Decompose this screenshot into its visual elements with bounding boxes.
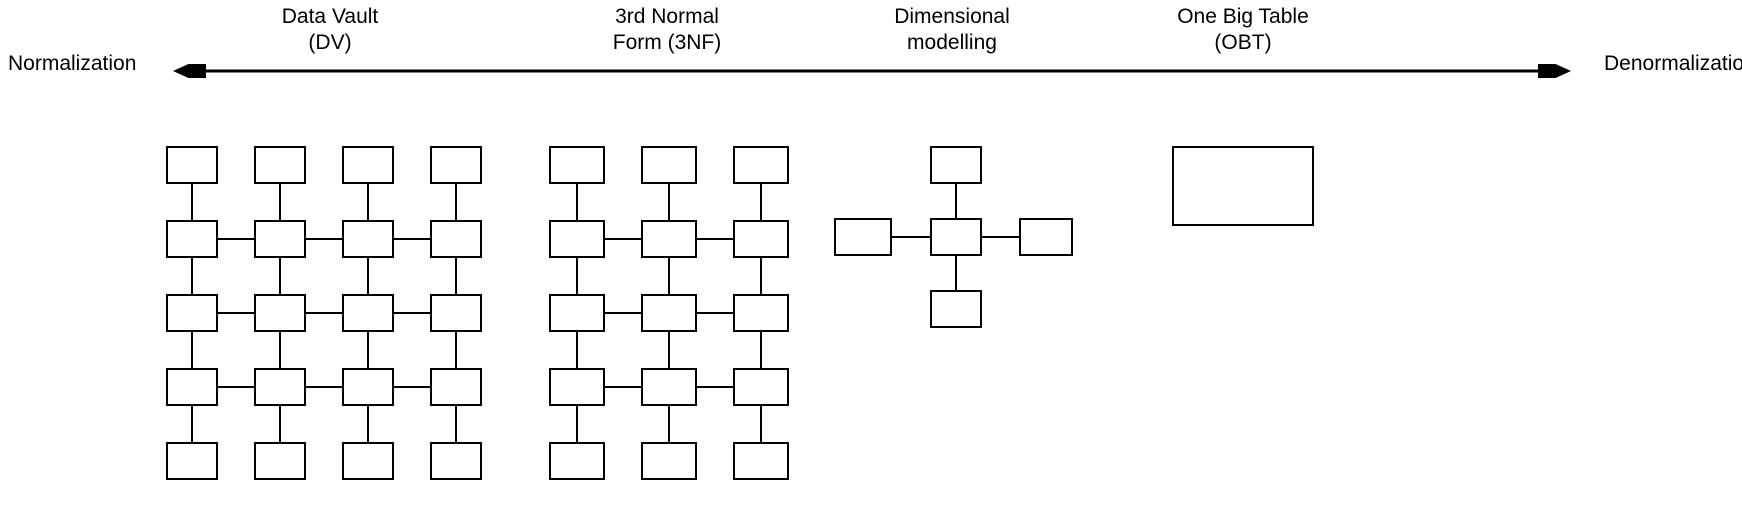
node-box-data-vault <box>430 146 482 184</box>
node-box-dimensional-modelling-south <box>930 290 982 328</box>
stage-label-data-vault: Data Vault (DV) <box>281 5 379 54</box>
connector-v-third-normal-form <box>576 406 578 442</box>
connector-h-data-vault <box>394 386 430 388</box>
axis-label-denormalization: Denormalization <box>1604 52 1742 75</box>
connector-h-data-vault <box>306 312 342 314</box>
connector-v-data-vault <box>279 184 281 220</box>
node-box-dimensional-modelling-north <box>930 146 982 184</box>
normalization-axis-arrow-icon <box>173 64 1571 78</box>
connector-h-data-vault <box>218 386 254 388</box>
node-box-third-normal-form <box>641 146 697 184</box>
connector-h-dimensional-modelling <box>892 236 930 238</box>
node-box-dimensional-modelling-center <box>930 218 982 256</box>
connector-v-data-vault <box>191 258 193 294</box>
node-box-third-normal-form <box>549 220 605 258</box>
connector-h-third-normal-form <box>605 312 641 314</box>
connector-v-data-vault <box>279 258 281 294</box>
connector-h-third-normal-form <box>697 238 733 240</box>
connector-v-data-vault <box>455 406 457 442</box>
connector-v-third-normal-form <box>668 406 670 442</box>
connector-v-third-normal-form <box>576 184 578 220</box>
node-box-data-vault <box>430 442 482 480</box>
axis-label-normalization: Normalization <box>8 52 137 75</box>
node-box-one-big-table <box>1172 146 1314 226</box>
connector-v-data-vault <box>367 184 369 220</box>
connector-v-data-vault <box>367 332 369 368</box>
node-box-data-vault <box>166 294 218 332</box>
node-box-third-normal-form <box>549 368 605 406</box>
node-box-dimensional-modelling-west <box>834 218 892 256</box>
node-box-data-vault <box>166 368 218 406</box>
connector-v-data-vault <box>191 406 193 442</box>
connector-v-dimensional-modelling <box>955 256 957 290</box>
node-box-third-normal-form <box>641 294 697 332</box>
connector-v-third-normal-form <box>668 258 670 294</box>
node-box-third-normal-form <box>549 442 605 480</box>
stage-label-dimensional-modelling: Dimensional modelling <box>894 5 1010 54</box>
node-box-third-normal-form <box>733 220 789 258</box>
node-box-data-vault <box>254 294 306 332</box>
node-box-third-normal-form <box>549 294 605 332</box>
connector-v-data-vault <box>367 406 369 442</box>
node-box-third-normal-form <box>733 294 789 332</box>
connector-h-third-normal-form <box>697 312 733 314</box>
stage-label-one-big-table: One Big Table (OBT) <box>1177 5 1309 54</box>
node-box-third-normal-form <box>733 146 789 184</box>
node-box-third-normal-form <box>641 220 697 258</box>
connector-h-data-vault <box>394 312 430 314</box>
connector-v-dimensional-modelling <box>955 184 957 218</box>
connector-v-third-normal-form <box>576 258 578 294</box>
connector-v-data-vault <box>279 406 281 442</box>
connector-v-data-vault <box>455 184 457 220</box>
node-box-dimensional-modelling-east <box>1019 218 1073 256</box>
node-box-third-normal-form <box>733 442 789 480</box>
stage-label-third-normal-form: 3rd Normal Form (3NF) <box>612 5 722 54</box>
connector-h-third-normal-form <box>605 386 641 388</box>
node-box-data-vault <box>342 368 394 406</box>
connector-h-data-vault <box>218 238 254 240</box>
node-box-data-vault <box>342 294 394 332</box>
connector-v-third-normal-form <box>760 332 762 368</box>
connector-h-data-vault <box>394 238 430 240</box>
node-box-data-vault <box>430 294 482 332</box>
connector-v-third-normal-form <box>760 258 762 294</box>
connector-v-third-normal-form <box>668 184 670 220</box>
connector-v-data-vault <box>455 332 457 368</box>
node-box-third-normal-form <box>641 442 697 480</box>
node-box-data-vault <box>166 146 218 184</box>
connector-v-data-vault <box>455 258 457 294</box>
node-box-data-vault <box>254 442 306 480</box>
node-box-data-vault <box>254 220 306 258</box>
connector-v-third-normal-form <box>668 332 670 368</box>
connector-v-data-vault <box>279 332 281 368</box>
connector-v-data-vault <box>367 258 369 294</box>
connector-h-data-vault <box>218 312 254 314</box>
node-box-data-vault <box>430 368 482 406</box>
connector-v-data-vault <box>191 184 193 220</box>
node-box-data-vault <box>342 220 394 258</box>
node-box-data-vault <box>166 442 218 480</box>
node-box-third-normal-form <box>549 146 605 184</box>
connector-h-data-vault <box>306 238 342 240</box>
connector-v-third-normal-form <box>760 184 762 220</box>
connector-v-data-vault <box>191 332 193 368</box>
connector-h-third-normal-form <box>605 238 641 240</box>
node-box-data-vault <box>254 146 306 184</box>
node-box-data-vault <box>430 220 482 258</box>
node-box-third-normal-form <box>641 368 697 406</box>
connector-v-third-normal-form <box>760 406 762 442</box>
node-box-data-vault <box>166 220 218 258</box>
node-box-third-normal-form <box>733 368 789 406</box>
node-box-data-vault <box>254 368 306 406</box>
connector-h-third-normal-form <box>697 386 733 388</box>
connector-h-dimensional-modelling <box>982 236 1019 238</box>
connector-h-data-vault <box>306 386 342 388</box>
connector-v-third-normal-form <box>576 332 578 368</box>
node-box-data-vault <box>342 146 394 184</box>
node-box-data-vault <box>342 442 394 480</box>
